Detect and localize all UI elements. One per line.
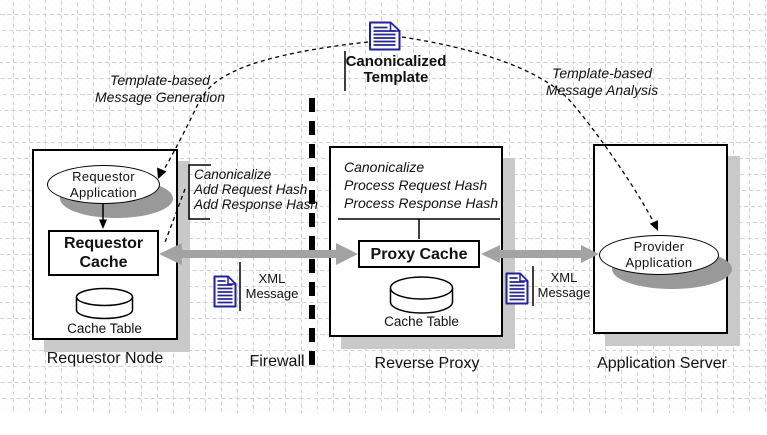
xml-right-document-icon	[505, 272, 529, 310]
requestor-application-label2: Application	[70, 184, 137, 200]
proxy-ops-line1: Canonicalize	[344, 159, 425, 175]
xml-left-line1: XML	[258, 271, 286, 286]
xml-right-line1: XML	[550, 270, 578, 285]
requestor-application-ellipse: Requestor Application	[47, 165, 160, 204]
canonicalized-template-line1: Canonicalized	[345, 53, 447, 70]
analysis-line1: Template-based	[552, 65, 652, 81]
canonicalized-template-label: Canonicalized Template	[344, 54, 448, 86]
reverse-proxy-title: Reverse Proxy	[374, 355, 480, 372]
provider-application-ellipse: Provider Application	[599, 235, 719, 275]
template-based-generation-label: Template-based Message Generation	[95, 72, 225, 106]
xml-left-document-icon	[213, 275, 237, 313]
requestor-cache-box: Requestor Cache	[48, 230, 159, 276]
application-server-title: Application Server	[597, 355, 727, 372]
xml-right-line2: Message	[537, 285, 591, 300]
xml-message-right-label: XML Message	[535, 270, 593, 300]
proxy-cache-table-label: Cache Table	[384, 314, 459, 329]
canonicalized-template-line2: Template	[363, 69, 429, 86]
firewall-title: Firewall	[249, 353, 305, 370]
requestor-cache-label: Requestor	[63, 235, 144, 252]
proxy-cache-label: Proxy Cache	[370, 245, 468, 263]
provider-application-label2: Application	[625, 255, 693, 270]
requestor-operations-label: Canonicalize Add Request Hash Add Respon…	[194, 167, 318, 212]
xml-left-line2: Message	[245, 286, 299, 301]
requestor-ops-line1: Canonicalize	[194, 167, 272, 182]
generation-line2: Message Generation	[95, 89, 225, 105]
requestor-ops-line2: Add Request Hash	[194, 182, 308, 197]
requestor-application-label: Requestor	[72, 168, 135, 184]
proxy-operations-label: Canonicalize Process Request Hash Proces…	[344, 158, 498, 212]
analysis-line2: Message Analysis	[545, 82, 659, 98]
proxy-cache-box: Proxy Cache	[358, 240, 480, 268]
provider-application-label: Provider	[633, 239, 685, 254]
template-based-analysis-label: Template-based Message Analysis	[538, 65, 666, 99]
requestor-cache-table-label: Cache Table	[67, 321, 142, 336]
proxy-ops-line2: Process Request Hash	[344, 177, 488, 193]
xml-message-left-label: XML Message	[243, 271, 301, 301]
generation-line1: Template-based	[110, 72, 210, 88]
template-document-icon	[368, 21, 401, 56]
requestor-node-title: Requestor Node	[46, 350, 164, 367]
requestor-cache-label2: Cache	[79, 254, 128, 271]
requestor-ops-line3: Add Response Hash	[194, 197, 318, 212]
proxy-ops-line3: Process Response Hash	[344, 195, 499, 211]
